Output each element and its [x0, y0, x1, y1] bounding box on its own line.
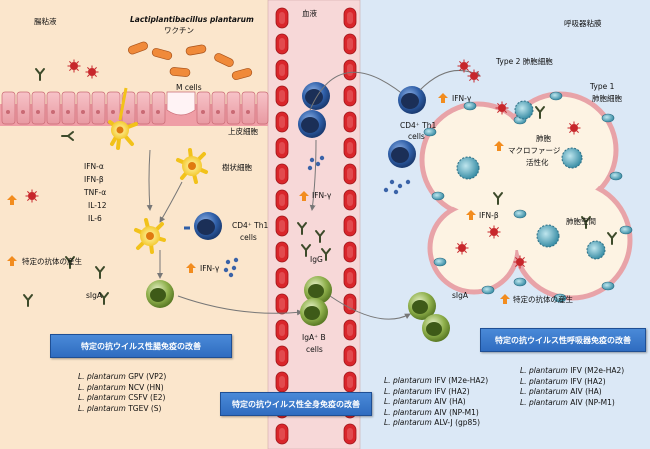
- blood-t-cell-1: [302, 82, 330, 110]
- vessel-wall-left: [275, 7, 289, 445]
- vaccine-label: ワクチン: [164, 26, 194, 35]
- systemic-immunity-box: 特定の抗ウイルス性全身免疫の改善: [220, 392, 372, 416]
- cd4-right-line1: CD4⁺ Th1: [400, 121, 437, 130]
- strain-item: L. plantarum AIV (NP-M1): [384, 407, 479, 417]
- macrophage-line2: マクロファージ: [508, 146, 561, 155]
- respiratory-strain-list-right: L. plantarum IFV (M2e-HA2) L. plantarum …: [520, 366, 624, 408]
- iga-b-line1: IgA⁺ B: [302, 333, 326, 342]
- strain-item: L. plantarum TGEV (S): [78, 403, 162, 413]
- strain-item: L. plantarum CSFV (E2): [78, 393, 166, 402]
- strain-item: L. plantarum IFV (HA2): [520, 376, 606, 386]
- epithelium-label: 上皮細胞: [228, 127, 258, 136]
- epithelium-row: [0, 91, 269, 126]
- cd4-right-line2: cells: [408, 132, 425, 141]
- cytokine-5: IL-6: [88, 214, 102, 223]
- strain-item: L. plantarum IFV (M2e-HA2): [384, 376, 489, 385]
- bacteria: [128, 41, 253, 80]
- strain-item: L. plantarum AIV (HA): [384, 397, 466, 406]
- cytokine-1: IFN-α: [84, 162, 104, 171]
- intestinal-immunity-box: 特定の抗ウイルス性腸免疫の改善: [50, 334, 232, 358]
- intestinal-strain-list: L. plantarum GPV (VP2) L. plantarum NCV …: [78, 372, 166, 414]
- respiratory-immunity-box: 特定の抗ウイルス性呼吸器免疫の改善: [480, 328, 646, 352]
- bacterium-label: Lactiplantibacillus plantarum: [130, 15, 254, 24]
- cd4-left-line1: CD4⁺ Th1: [232, 221, 269, 230]
- strain-item: L. plantarum GPV (VP2): [78, 372, 167, 381]
- respiratory-label: 呼吸器粘膜: [564, 19, 602, 28]
- antibody-right-label: 特定の抗体の産生: [513, 295, 573, 304]
- dendritic-cell-right: [176, 148, 208, 184]
- type2-label: Type 2 肺胞細胞: [496, 57, 553, 66]
- strain-item: L. plantarum ALV-J (gp85): [384, 418, 481, 427]
- strain-item: L. plantarum AIV (NP-M1): [520, 397, 615, 407]
- gut-t-cell: [194, 212, 222, 240]
- antibody-left-label: 特定の抗体の産生: [22, 257, 82, 266]
- strain-item: L. plantarum NCV (HN): [78, 382, 164, 392]
- macrophages: [456, 100, 606, 260]
- siga-right-label: sIgA: [452, 291, 469, 300]
- resp-t-cell-2: [388, 140, 416, 168]
- gut-lumen-label: 腸粘液: [34, 17, 57, 26]
- respiratory-strain-list-mid: L. plantarum IFV (M2e-HA2) L. plantarum …: [384, 376, 488, 429]
- siga-left-label: sIgA: [86, 291, 103, 300]
- type1-jp-label: 肺胞細胞: [592, 94, 622, 103]
- m-cells-label: M cells: [176, 83, 202, 92]
- ifnb-label: IFN-β: [479, 211, 499, 220]
- cd4-left-line2: cells: [240, 233, 257, 242]
- cytokine-2: IFN-β: [84, 175, 104, 184]
- macrophage-line3: 活性化: [526, 158, 549, 167]
- gut-b-cell: [146, 280, 174, 308]
- iga-b-line2: cells: [306, 345, 323, 354]
- cytokine-3: TNF-α: [84, 188, 107, 197]
- ifng-left-label: IFN-γ: [200, 264, 220, 273]
- strain-item: L. plantarum IFV (HA2): [384, 386, 470, 396]
- strain-item: L. plantarum IFV (M2e-HA2): [520, 366, 625, 375]
- alveolar-space-label: 肺胞空間: [566, 217, 596, 226]
- cytokine-4: IL-12: [88, 201, 107, 210]
- dendritic-cell-lower: [134, 218, 166, 254]
- dendritic-label: 樹状細胞: [222, 163, 252, 172]
- macrophage-line1: 肺胞: [536, 134, 551, 143]
- dendritic-cell-upper: [108, 87, 138, 150]
- gut-region: [0, 0, 268, 449]
- resp-t-cell-1: [398, 86, 426, 114]
- strain-item: L. plantarum AIV (HA): [520, 387, 602, 396]
- ifng-blood-label: IFN-γ: [312, 191, 332, 200]
- resp-b-cell-2: [422, 314, 450, 342]
- type1-en-label: Type 1: [590, 82, 615, 91]
- ifng-right-label: IFN-γ: [452, 94, 472, 103]
- m-cell-shape: [166, 91, 196, 116]
- igg-label: IgG: [310, 255, 323, 264]
- blood-t-cell-2: [298, 110, 326, 138]
- blood-label: 血液: [302, 9, 317, 18]
- blood-b-cell-2: [300, 298, 328, 326]
